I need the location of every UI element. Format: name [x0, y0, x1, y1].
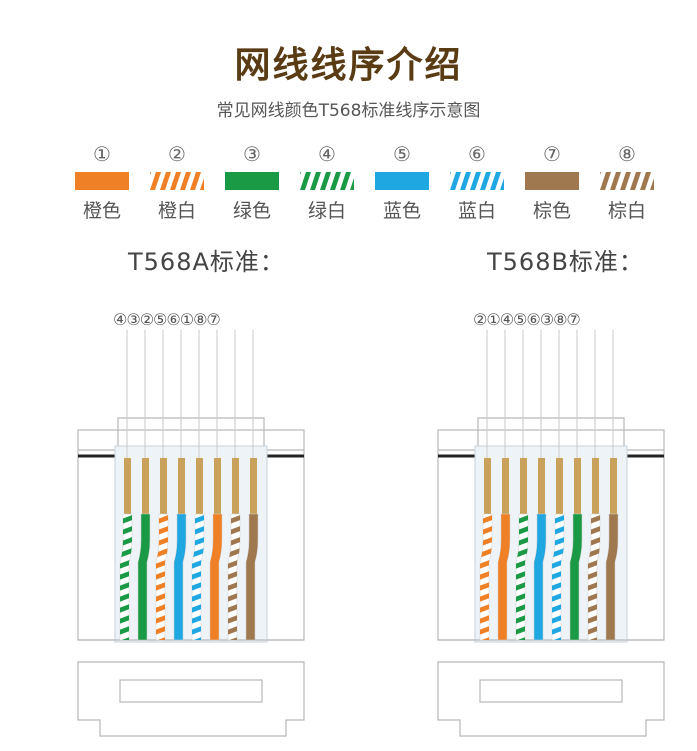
wire-blue: [173, 513, 187, 641]
t568a-title: T568A标准：: [128, 248, 285, 276]
gold-contact: [538, 458, 545, 514]
gold-contact: [484, 458, 491, 514]
gold-contact: [232, 458, 239, 514]
legend-label: 橙白: [157, 200, 196, 222]
t568b-title: T568B标准：: [487, 248, 644, 276]
legend-label: 绿白: [307, 200, 346, 222]
page-title: 网线线序介绍: [234, 45, 463, 86]
gold-contact: [160, 458, 167, 514]
gold-contact: [178, 458, 185, 514]
legend-label: 绿色: [232, 200, 271, 222]
wire-blue-white: [191, 513, 205, 641]
page-subtitle: 常见网线颜色T568标准线序示意图: [216, 101, 481, 121]
legend-number: ⑧: [618, 142, 636, 166]
wire-orange: [209, 513, 223, 641]
gold-contact: [142, 458, 149, 514]
gold-contact: [520, 458, 527, 514]
legend-label: 蓝白: [457, 200, 496, 222]
gold-contact: [250, 458, 257, 514]
connector-shoulder: [78, 417, 304, 451]
legend-number: ⑤: [393, 142, 411, 166]
gold-contact: [502, 458, 509, 514]
legend-number: ②: [168, 142, 186, 166]
gold-contact: [574, 458, 581, 514]
t568a-connector-diagram: [77, 330, 305, 737]
legend-number: ⑦: [543, 142, 561, 166]
legend-swatch-striped-green: [300, 172, 354, 190]
legend-number: ③: [243, 142, 261, 166]
wire-green-white: [515, 513, 529, 641]
gold-contact: [196, 458, 203, 514]
legend-swatch-solid-blue: [375, 172, 429, 190]
connector-shoulder: [438, 417, 664, 451]
legend-label: 棕白: [607, 200, 646, 222]
wire-brown: [245, 513, 259, 641]
legend-number: ①: [93, 142, 111, 166]
legend-swatch-striped-blue: [450, 172, 504, 190]
legend-number: ④: [318, 142, 336, 166]
legend-swatch-solid-brown: [525, 172, 579, 190]
legend-swatch-solid-orange: [75, 172, 129, 190]
t568b-pin-order: ②①④⑤⑥③⑧⑦: [473, 310, 581, 329]
wire-blue: [533, 513, 547, 641]
legend-number: ⑥: [468, 142, 486, 166]
gold-contact: [124, 458, 131, 514]
gold-contact: [214, 458, 221, 514]
gold-contact: [592, 458, 599, 514]
legend-swatch-striped-brown: [600, 172, 654, 190]
gold-contact: [556, 458, 563, 514]
wire-green: [137, 513, 151, 641]
t568a-pin-order: ④③②⑤⑥①⑧⑦: [113, 310, 221, 329]
legend-label: 棕色: [532, 200, 571, 222]
connector-latch: [119, 679, 263, 703]
wire-orange: [497, 513, 511, 641]
wire-green: [569, 513, 583, 641]
legend-swatch-solid-green: [225, 172, 279, 190]
legend-label: 橙色: [82, 200, 121, 222]
legend-swatch-striped-orange: [150, 172, 204, 190]
t568b-connector-diagram: [437, 330, 665, 737]
wire-brown: [605, 513, 619, 641]
connector-latch: [479, 679, 623, 703]
legend-label: 蓝色: [382, 200, 421, 222]
gold-contact: [610, 458, 617, 514]
